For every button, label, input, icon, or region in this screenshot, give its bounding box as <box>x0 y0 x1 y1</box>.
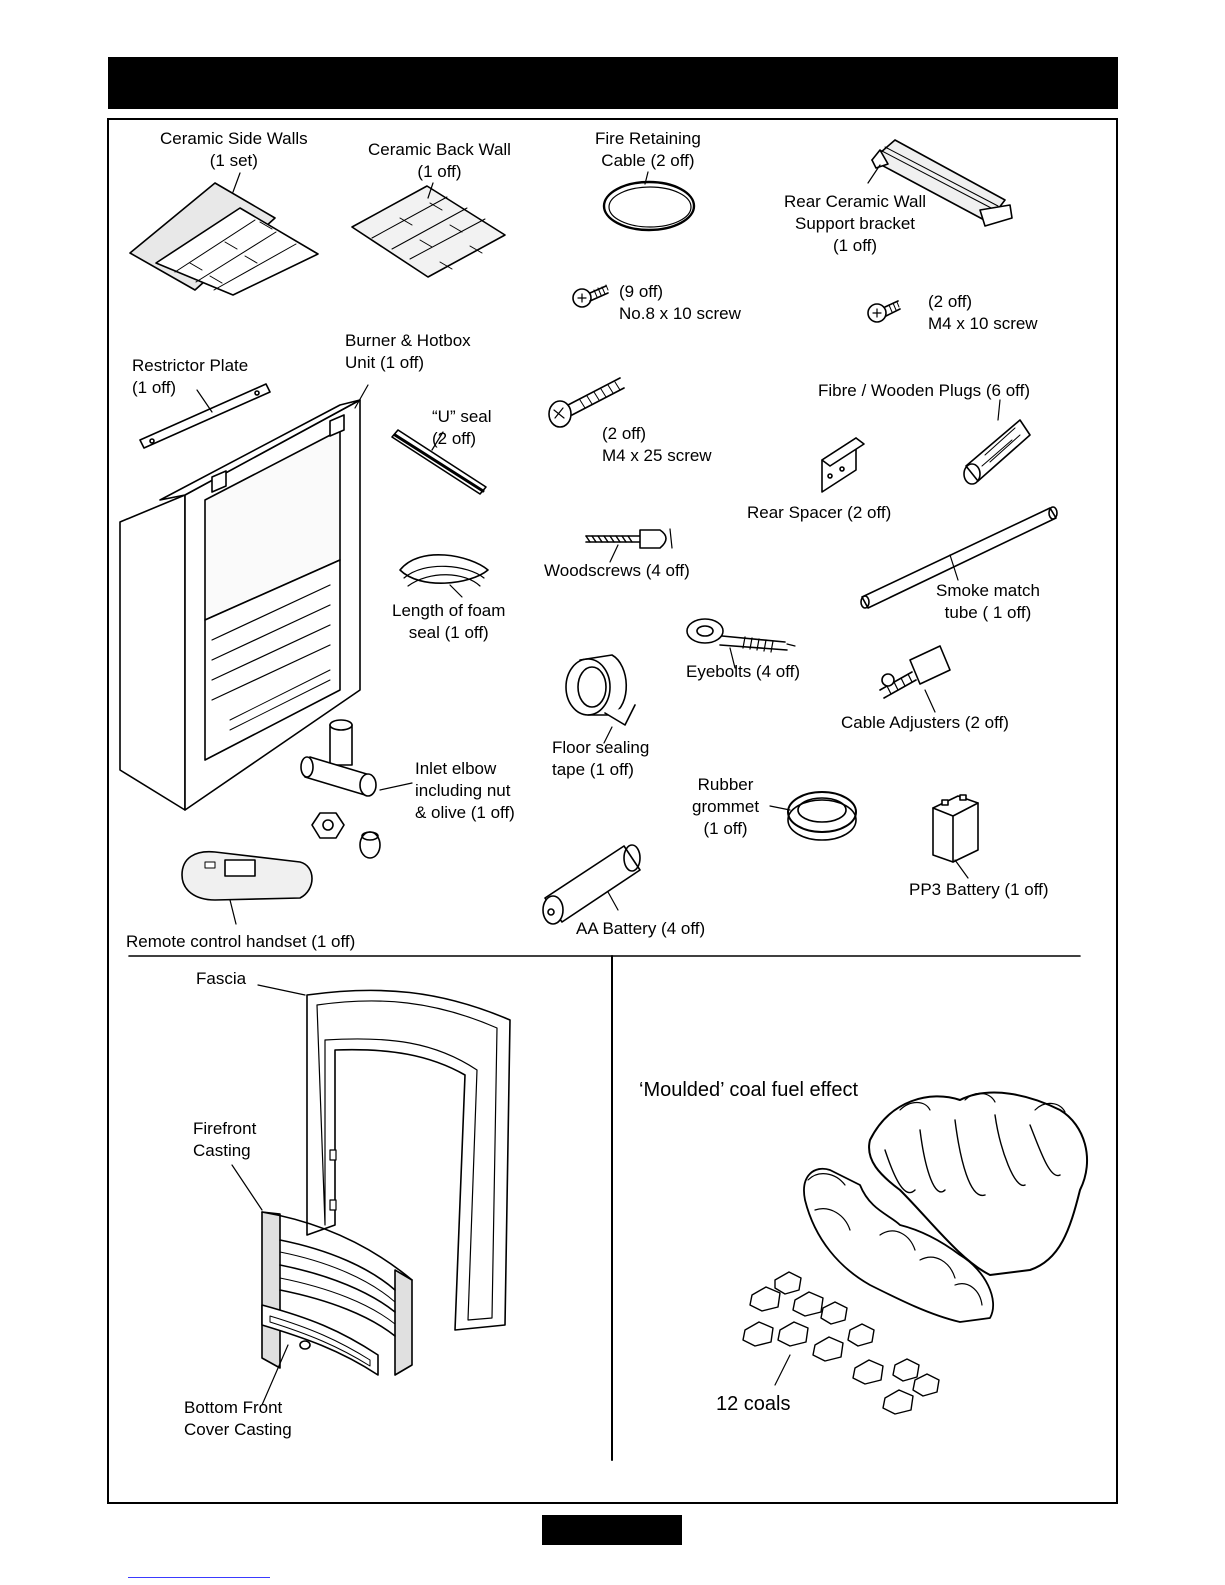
rear-spacer-icon <box>821 437 865 493</box>
smoke-match-tube-icon <box>860 506 1058 609</box>
footer-link-underline <box>128 1577 270 1578</box>
ceramic-side-walls-icon <box>129 172 319 296</box>
label-inlet-elbow: Inlet elbow including nut & olive (1 off… <box>415 759 515 822</box>
coal-fuel-bed-icon <box>803 1091 1089 1323</box>
label-burner-hotbox: Burner & Hotbox Unit (1 off) <box>345 331 471 372</box>
label-remote-handset: Remote control handset (1 off) <box>126 932 356 951</box>
foam-seal-icon <box>399 553 489 598</box>
label-pp3-battery: PP3 Battery (1 off) <box>909 880 1049 899</box>
label-restrictor-plate: Restrictor Plate (1 off) <box>132 356 249 397</box>
label-rear-bracket: Rear Ceramic Wall Support bracket (1 off… <box>784 192 927 255</box>
label-woodscrews: Woodscrews (4 off) <box>544 561 690 580</box>
eyebolt-icon <box>686 618 796 669</box>
aa-battery-icon <box>542 844 641 925</box>
restrictor-plate-icon <box>139 383 271 449</box>
label-bottom-front-cover: Bottom Front Cover Casting <box>184 1398 292 1439</box>
ceramic-back-wall-icon <box>351 182 506 278</box>
u-seal-icon <box>391 429 487 495</box>
inlet-elbow-icon <box>300 719 413 859</box>
label-m4x25-screw: (2 off) M4 x 25 screw <box>602 424 712 465</box>
m4x10-screw-icon <box>867 300 901 323</box>
label-rear-spacer: Rear Spacer (2 off) <box>747 503 892 522</box>
rubber-grommet-icon <box>769 791 857 841</box>
label-aa-battery: AA Battery (4 off) <box>576 919 706 938</box>
cable-adjuster-icon <box>879 645 951 713</box>
fascia-icon <box>257 984 511 1331</box>
page-number-bar <box>542 1515 682 1545</box>
label-eyebolts: Eyebolts (4 off) <box>686 662 801 681</box>
label-no8-screw: (9 off) No.8 x 10 screw <box>619 282 741 323</box>
label-cable-adjusters: Cable Adjusters (2 off) <box>841 713 1009 732</box>
woodscrew-icon <box>585 528 673 563</box>
label-m4x10-screw: (2 off) M4 x 10 screw <box>928 292 1038 333</box>
label-firefront-casting: Firefront Casting <box>193 1119 257 1160</box>
label-12-coals: 12 coals <box>716 1393 791 1415</box>
bottom-cover-icon <box>261 1304 379 1406</box>
label-fibre-plugs: Fibre / Wooden Plugs (6 off) <box>818 381 1030 400</box>
label-smoke-match-tube: Smoke match tube ( 1 off) <box>936 581 1040 622</box>
fire-retaining-cable-icon <box>602 171 696 232</box>
floor-sealing-tape-icon <box>565 654 636 744</box>
label-ceramic-side-walls: Ceramic Side Walls (1 set) <box>160 129 308 170</box>
label-fascia: Fascia <box>196 969 247 988</box>
label-ceramic-back-wall: Ceramic Back Wall (1 off) <box>368 140 511 181</box>
burner-hotbox-icon <box>119 384 369 811</box>
label-coal-fuel-effect: ‘Moulded’ coal fuel effect <box>639 1079 859 1101</box>
pp3-battery-icon <box>932 794 979 879</box>
label-rubber-grommet: Rubber grommet (1 off) <box>692 775 760 838</box>
remote-handset-icon <box>181 850 313 925</box>
header-bar <box>108 57 1118 109</box>
components-frame <box>107 118 1118 1504</box>
label-foam-seal: Length of foam seal (1 off) <box>392 601 506 642</box>
label-fire-retaining-cable: Fire Retaining Cable (2 off) <box>595 129 701 170</box>
m4x25-screw-icon <box>548 377 625 428</box>
label-u-seal: “U” seal (2 off) <box>432 407 492 448</box>
no8-screw-icon <box>572 284 609 308</box>
rear-bracket-icon <box>867 139 1013 227</box>
loose-coals-icon <box>742 1271 940 1415</box>
label-floor-sealing-tape: Floor sealing tape (1 off) <box>552 738 650 779</box>
fibre-plug-icon <box>963 399 1031 485</box>
